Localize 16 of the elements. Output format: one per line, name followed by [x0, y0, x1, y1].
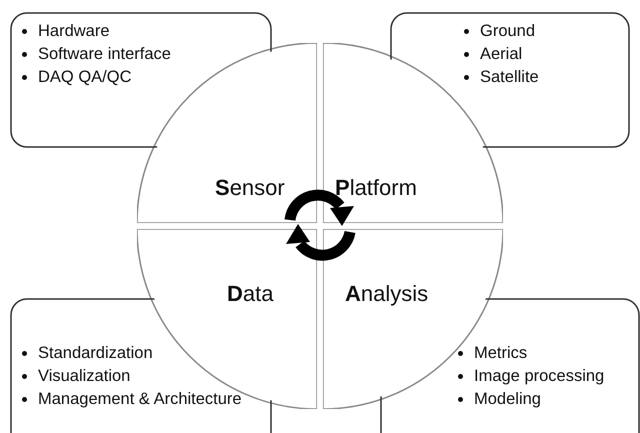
list-item-text: Standardization: [38, 344, 153, 363]
list-item-text: Aerial: [480, 45, 522, 64]
list-item-text: Software interface: [38, 45, 171, 64]
list-item-text: Management & Architecture: [38, 390, 242, 409]
quadrant-label: Analysis: [345, 281, 428, 307]
list-item-text: Metrics: [474, 344, 528, 363]
list-item-text: Ground: [480, 22, 536, 41]
list-item-text: DAQ QA/QC: [38, 68, 132, 87]
list-item-text: Hardware: [38, 22, 110, 41]
quadrant-label: Data: [227, 281, 274, 307]
quadrant-label: Sensor: [215, 175, 285, 201]
quadrant-label: Platform: [335, 175, 417, 201]
list-item-text: Modeling: [474, 390, 541, 409]
list-item-text: Satellite: [480, 68, 539, 87]
list-item-text: Image processing: [474, 367, 604, 386]
list-item-text: Visualization: [38, 367, 130, 386]
